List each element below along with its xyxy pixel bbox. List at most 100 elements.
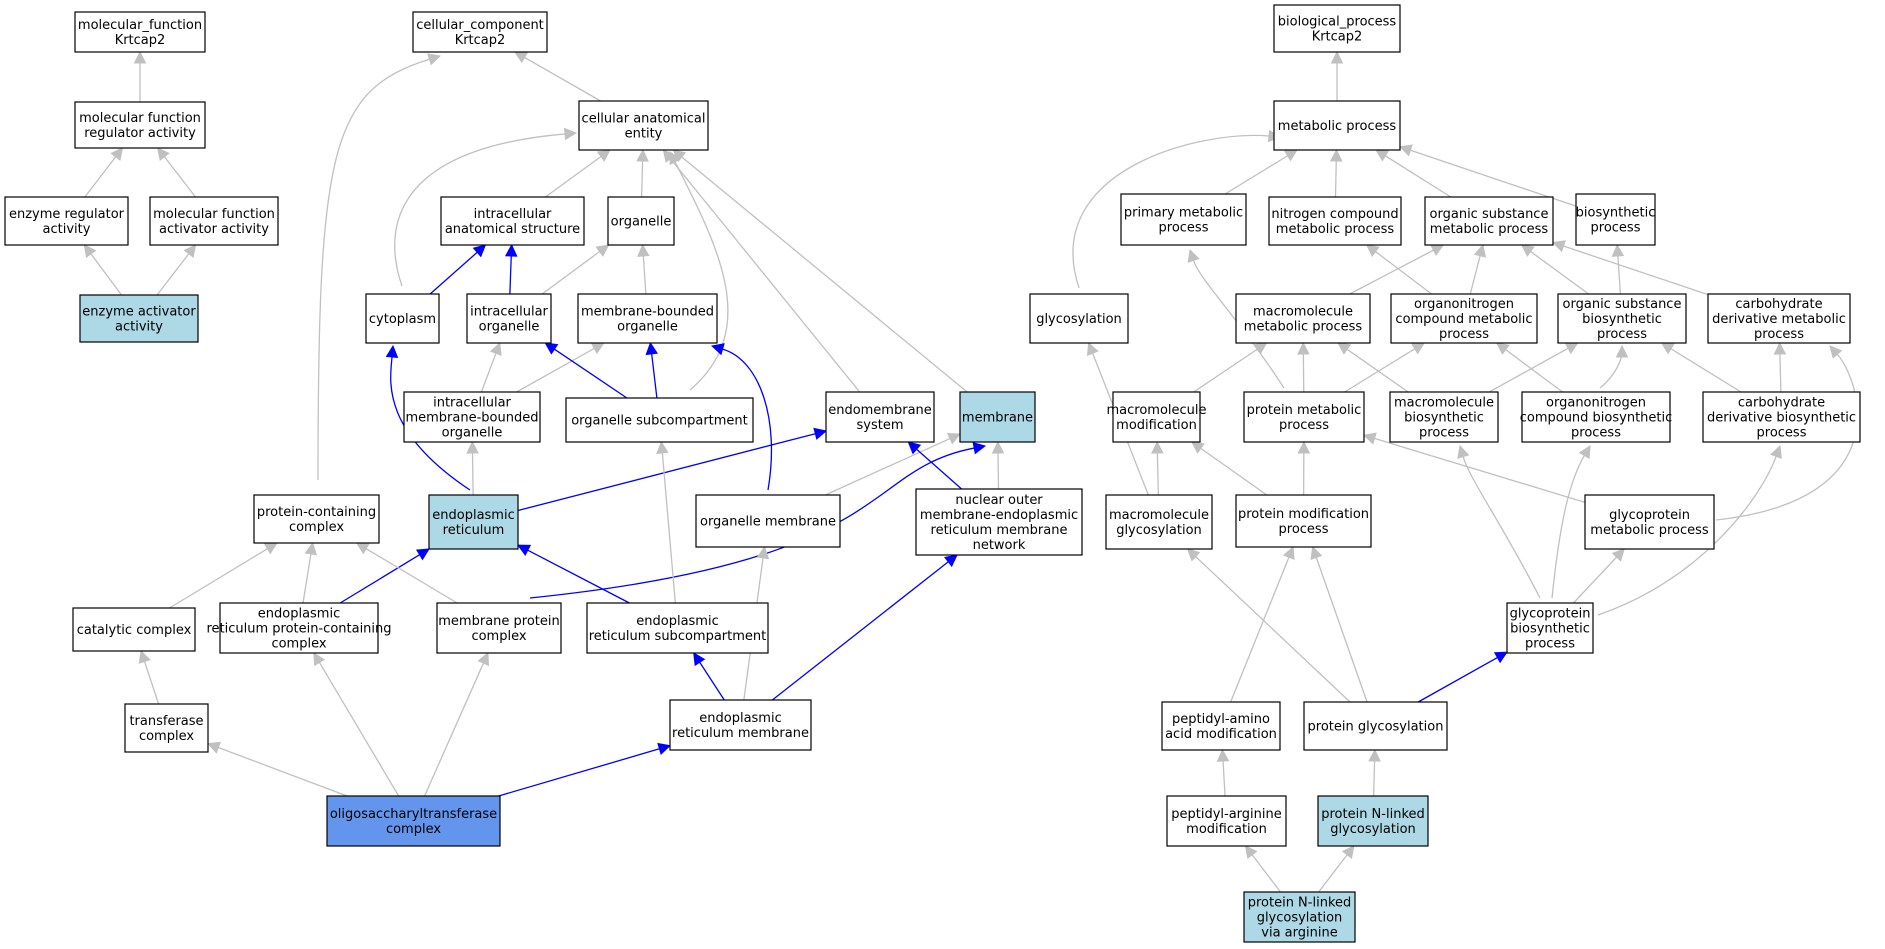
arrowhead <box>1493 651 1508 664</box>
node-nuclear-outer[interactable]: nuclear outermembrane-endoplasmicreticul… <box>915 488 1083 556</box>
edge-intra_membrane_bounded-to-intracellular_organelle <box>480 341 502 393</box>
arrowhead <box>1398 144 1413 157</box>
node-label-line: process <box>1571 426 1621 441</box>
arrowhead <box>1365 244 1380 257</box>
arrowhead <box>596 149 611 162</box>
node-protein-glycosylation[interactable]: protein glycosylation <box>1303 701 1448 751</box>
node-organelle[interactable]: organelle <box>607 196 675 246</box>
node-label-line: organelle <box>479 320 540 335</box>
edge-cytoplasm-to-cellular_anatomical <box>394 127 578 287</box>
edge-organelle_membrane-to-membrane <box>825 432 962 496</box>
node-organelle-membrane[interactable]: organelle membrane <box>695 494 841 548</box>
arrowhead <box>477 651 490 667</box>
node-label-line: protein glycosylation <box>1308 720 1444 735</box>
edge-metabolic-to-bp_root <box>1330 50 1344 101</box>
node-label-line: biosynthetic <box>1404 411 1484 426</box>
arrowhead <box>1375 149 1390 162</box>
arrowhead <box>944 554 958 568</box>
edge-protein_modification-to-macromolecule_mod <box>1190 441 1268 496</box>
node-box <box>253 494 380 544</box>
edge-primary_metabolic-to-metabolic <box>1224 149 1298 195</box>
node-label-line: catalytic complex <box>77 623 192 638</box>
node-box <box>1273 100 1401 151</box>
node-label-line: endoplasmic <box>636 614 718 629</box>
edge-membrane_protein_complex-to-protein_containing <box>355 542 458 604</box>
node-organelle-subcompartment[interactable]: organelle subcompartment <box>565 397 754 443</box>
node-metabolic[interactable]: metabolic process <box>1273 100 1401 151</box>
node-box <box>1243 891 1356 943</box>
node-box <box>669 699 812 751</box>
edge-macromolecule_met-to-organic_substance_met <box>1349 244 1445 295</box>
node-catalytic-complex[interactable]: catalytic complex <box>72 607 196 652</box>
node-label-line: nuclear outer <box>955 493 1043 508</box>
node-label-line: biosynthetic <box>1582 312 1662 327</box>
edge-er_membrane-to-er_subcompartment <box>693 652 725 701</box>
node-box <box>1243 391 1365 443</box>
node-label-line: glycosylation <box>1257 911 1343 926</box>
node-cytoplasm[interactable]: cytoplasm <box>365 293 440 344</box>
node-membrane[interactable]: membrane <box>959 391 1036 443</box>
arrowhead <box>355 542 370 555</box>
arrowhead <box>517 544 532 557</box>
arrowhead <box>1551 240 1566 253</box>
node-label-line: membrane <box>962 411 1033 426</box>
arrowhead <box>1151 440 1164 454</box>
node-label-line: Krtcap2 <box>455 33 506 48</box>
node-glycosylation[interactable]: glycosylation <box>1029 293 1129 344</box>
edge-cellular_anatomical-to-cc_root <box>514 51 601 102</box>
arrowhead <box>1283 149 1298 162</box>
arrowhead <box>972 441 987 455</box>
edge-organelle-to-cellular_anatomical <box>636 148 649 198</box>
edge-er-to-cytoplasm <box>385 344 471 491</box>
node-label-line: modification <box>1186 822 1267 837</box>
edge-er_membrane-to-nuclear_outer <box>771 554 958 701</box>
arrowhead <box>313 652 326 667</box>
arrowhead <box>1770 444 1782 459</box>
arrowhead <box>304 541 318 556</box>
arrowhead <box>637 243 650 257</box>
